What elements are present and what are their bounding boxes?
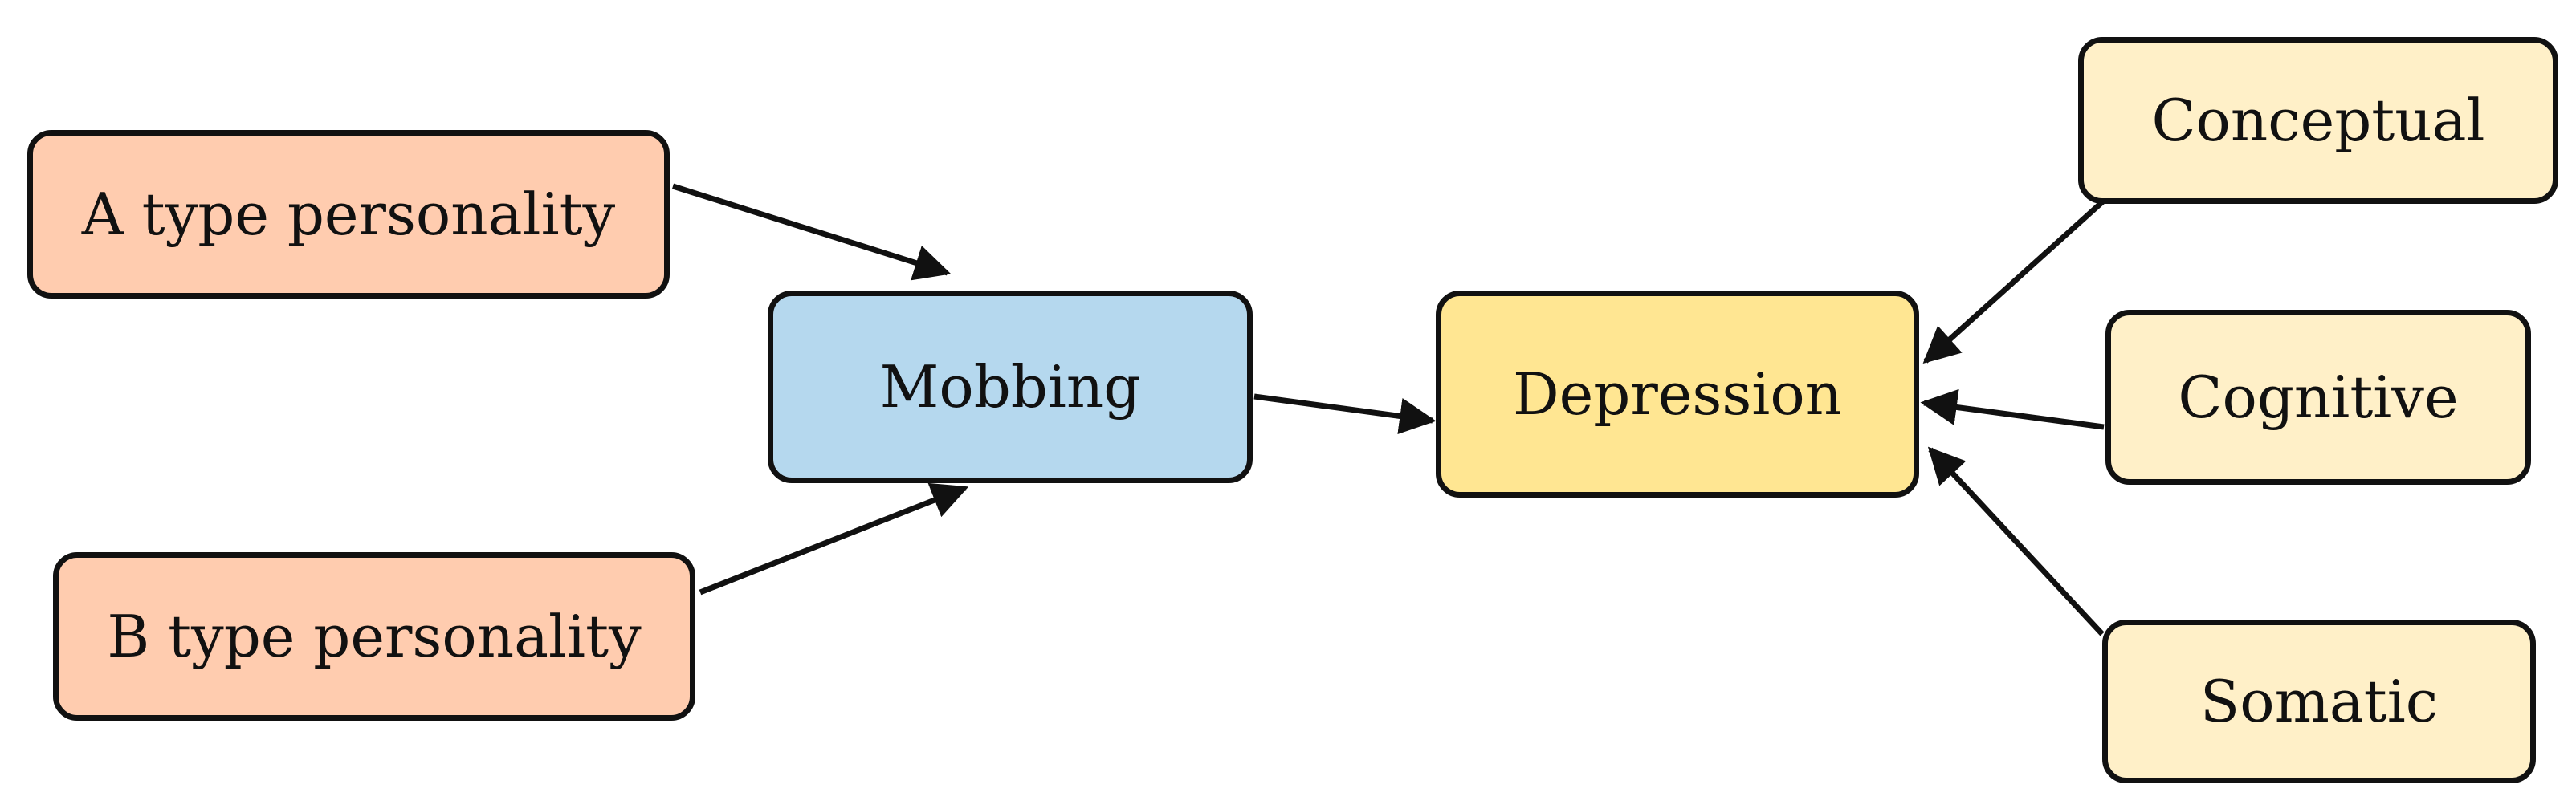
b-type-personality-node: B type personality: [53, 552, 695, 721]
arrow-a-type-to-mobbing: [671, 183, 952, 281]
arrow-conceptual-to-depression: [1922, 198, 2106, 364]
arrow-somatic-to-depression: [1927, 446, 2105, 636]
mobbing-node: Mobbing: [768, 291, 1253, 483]
arrow-mobbing-to-depression: [1253, 393, 1437, 435]
conceptual-node: Conceptual: [2078, 37, 2558, 204]
arrow-cognitive-to-depression: [1920, 388, 2105, 430]
cognitive-node: Cognitive: [2105, 310, 2531, 485]
arrow-b-type-to-mobbing: [699, 482, 969, 596]
somatic-node: Somatic: [2102, 620, 2536, 783]
a-type-personality-node: A type personality: [27, 130, 670, 299]
depression-node: Depression: [1436, 291, 1919, 498]
